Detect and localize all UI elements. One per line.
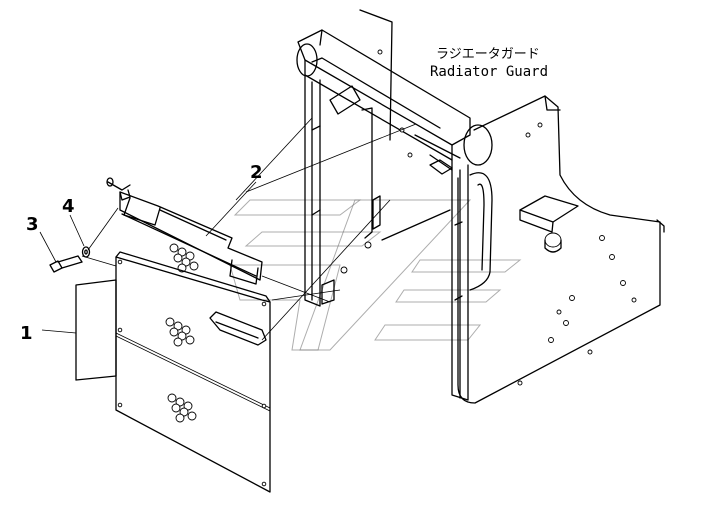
- side-plate: [457, 95, 665, 404]
- vent-holes-middle: [165, 317, 195, 347]
- callout-1: 1: [20, 323, 33, 344]
- leader-lines: [39, 117, 417, 341]
- washer: [81, 246, 91, 258]
- callout-2: 2: [250, 162, 263, 183]
- main-panel: [75, 251, 271, 493]
- title-english: Radiator Guard: [430, 64, 548, 80]
- title-japanese: ラジエータガード: [436, 47, 540, 62]
- vent-holes-lower: [167, 393, 197, 423]
- callout-3: 3: [26, 214, 39, 235]
- bolt: [49, 255, 83, 273]
- callout-4: 4: [62, 196, 75, 217]
- upper-panel: [106, 177, 263, 285]
